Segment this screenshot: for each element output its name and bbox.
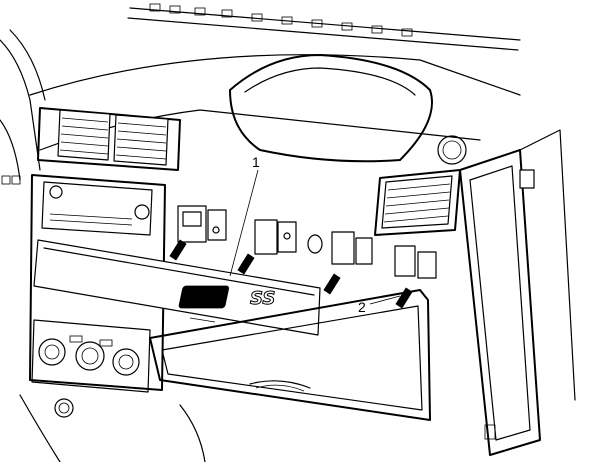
defroster-grille	[127, 3, 521, 51]
center-stack	[29, 174, 166, 391]
cluster-hood	[229, 54, 433, 163]
callout-leaders	[229, 169, 401, 305]
callout-1: 1	[252, 154, 260, 170]
callout-2: 2	[358, 299, 366, 315]
right-side-panel	[459, 129, 576, 456]
hvac-control-panel	[31, 319, 151, 393]
trim-plate: SS	[33, 239, 321, 336]
badge-text: SS	[250, 288, 275, 309]
right-air-vent	[374, 135, 467, 236]
left-a-pillar	[0, 29, 46, 185]
center-air-vents	[37, 107, 181, 171]
ss-emblem-icon: SS	[178, 285, 276, 310]
mounting-brackets	[177, 205, 437, 279]
lower-left-panel	[19, 394, 206, 462]
glove-box-door	[149, 289, 431, 421]
